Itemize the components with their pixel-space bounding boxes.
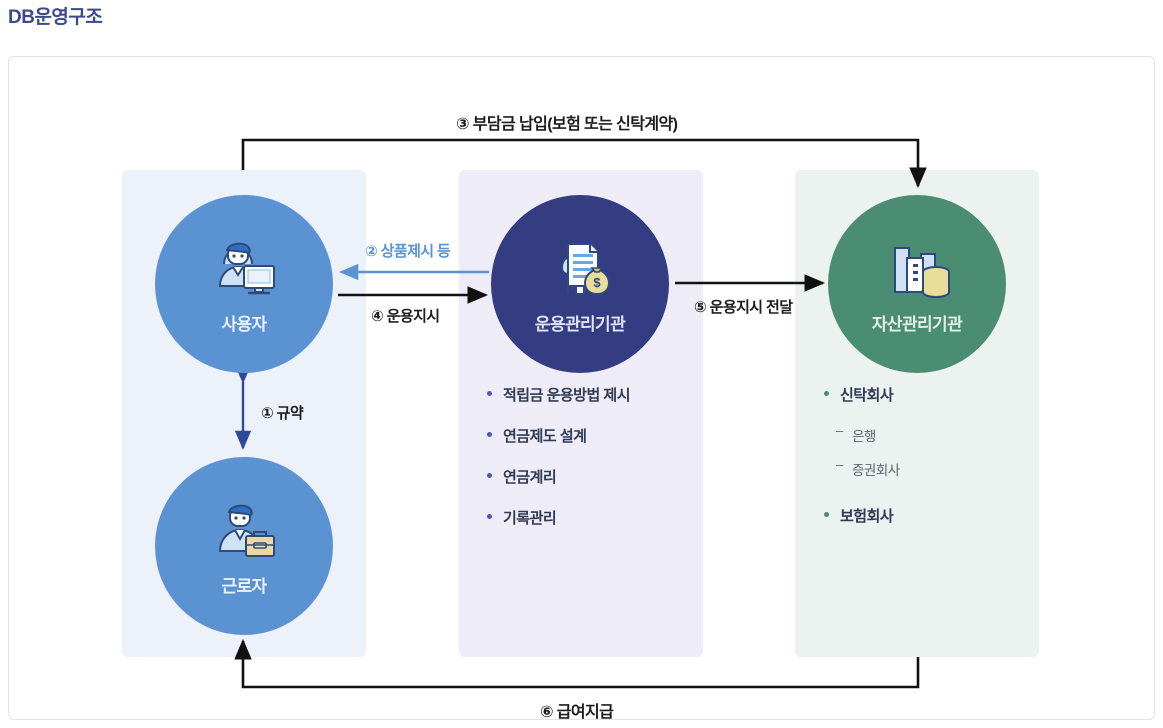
- node-operation-institution-label: 운용관리기관: [534, 314, 626, 334]
- node-worker-label: 근로자: [221, 576, 267, 596]
- node-worker[interactable]: 근로자: [155, 457, 333, 635]
- document-moneybag-icon: $: [560, 242, 611, 295]
- user-briefcase-icon: [218, 504, 275, 557]
- flow-6-label: ⑥ 급여지급: [540, 704, 614, 721]
- list-item: 연금계리: [485, 466, 630, 487]
- flow-4-label: ④ 운용지시: [371, 308, 440, 325]
- node-employer-label: 사용자: [221, 314, 267, 334]
- list-item: 기록관리: [485, 507, 630, 528]
- list-sub-item: 증권회사: [822, 458, 900, 479]
- node-employer[interactable]: 사용자: [155, 195, 333, 373]
- building-coins-icon: [894, 246, 950, 298]
- page-title: DB운영구조: [8, 7, 103, 28]
- center-feature-list: 적립금 운용방법 제시 연금제도 설계 연금계리 기록관리: [485, 384, 631, 548]
- node-asset-institution-label: 자산관리기관: [871, 314, 963, 334]
- flow-5-label: ⑤ 운용지시 전달: [694, 299, 793, 316]
- right-feature-list: 신탁회사 은행 증권회사 보험회사: [822, 384, 900, 546]
- list-item: 신탁회사: [822, 384, 900, 405]
- flow-2-label: ② 상품제시 등: [365, 243, 451, 260]
- list-item: 보험회사: [822, 505, 900, 526]
- user-monitor-icon: [218, 242, 275, 294]
- node-asset-institution[interactable]: 자산관리기관: [828, 195, 1006, 373]
- node-operation-institution[interactable]: $ 운용관리기관: [491, 195, 669, 373]
- flow-3-label: ③ 부담금 납입(보험 또는 신탁계약): [456, 116, 678, 133]
- list-item: 연금제도 설계: [485, 425, 630, 446]
- list-sub-item: 은행: [822, 424, 900, 445]
- svg-text:$: $: [593, 275, 601, 290]
- flow-1-label: ① 규약: [261, 405, 304, 422]
- list-item: 적립금 운용방법 제시: [485, 384, 631, 405]
